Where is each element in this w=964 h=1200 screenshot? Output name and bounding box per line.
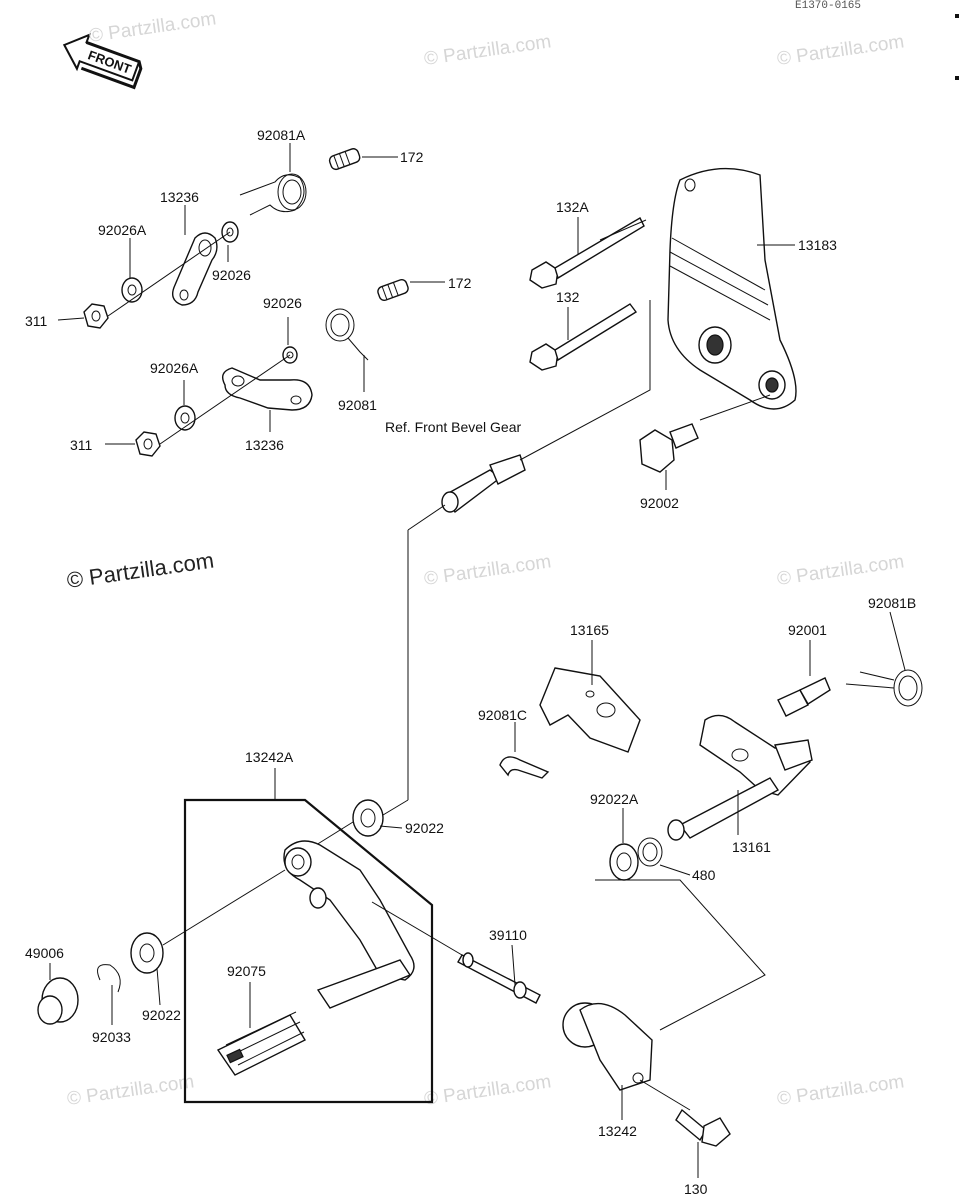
label-92022A: 92022A: [590, 791, 639, 807]
watermark: © Partzilla.com: [776, 1071, 906, 1110]
label-13236-upper: 13236: [160, 189, 199, 205]
label-92081A: 92081A: [257, 127, 306, 143]
label-130: 130: [684, 1181, 708, 1197]
label-92081B: 92081B: [868, 595, 916, 611]
label-92081: 92081: [338, 397, 377, 413]
bolt-130: [675, 1108, 731, 1147]
label-92033: 92033: [92, 1029, 131, 1045]
label-92002: 92002: [640, 495, 679, 511]
bevel-gear-shaft: [441, 454, 526, 514]
lever-13236-lower: [222, 367, 313, 411]
label-92026-upper: 92026: [212, 267, 251, 283]
clip-92081C: [499, 756, 550, 779]
label-13242A: 13242A: [245, 749, 294, 765]
spring-92081A: [239, 173, 307, 216]
pin-172-upper: [328, 148, 361, 171]
washer-92022-upper: [352, 799, 384, 837]
label-92022-lower: 92022: [142, 1007, 181, 1023]
bracket-13183: [667, 167, 797, 410]
label-13165: 13165: [570, 622, 609, 638]
label-49006: 49006: [25, 945, 64, 961]
lever-13236-upper: [172, 232, 218, 306]
label-13242: 13242: [598, 1123, 637, 1139]
label-480: 480: [692, 867, 716, 883]
label-13236-lower: 13236: [245, 437, 284, 453]
washer-92022A: [609, 843, 639, 881]
watermark: © Partzilla.com: [88, 8, 218, 47]
assembly-box-13242A: [183, 798, 434, 1104]
cap-49006: [37, 977, 79, 1025]
bolt-92002: [639, 423, 699, 473]
watermark: © Partzilla.com: [423, 31, 553, 70]
spring-92081B: [845, 669, 923, 707]
nut-311-lower: [135, 431, 161, 457]
watermark: © Partzilla.com: [776, 551, 906, 590]
label-13161: 13161: [732, 839, 771, 855]
circlip-92033: [97, 964, 121, 993]
watermark: © Partzilla.com: [423, 1071, 553, 1110]
label-92081C: 92081C: [478, 707, 527, 723]
label-172-lower: 172: [448, 275, 472, 291]
reference-label: Ref. Front Bevel Gear: [385, 419, 522, 435]
spring-92081: [325, 308, 369, 361]
watermark: © Partzilla.com: [776, 31, 906, 70]
rod-end-13242: [562, 1002, 653, 1091]
diagram-code: E1370-0165: [795, 0, 861, 12]
circlip-480: [637, 837, 663, 867]
shift-pedal-arm: [283, 840, 415, 1009]
washer-92026A-upper: [121, 277, 143, 303]
nut-311-upper: [83, 303, 109, 329]
label-311-lower: 311: [70, 437, 93, 453]
watermark: © Partzilla.com: [423, 551, 553, 590]
label-92026A-lower: 92026A: [150, 360, 199, 376]
bolt-132A: [529, 217, 647, 289]
label-132: 132: [556, 289, 580, 305]
watermark: © Partzilla.com: [65, 548, 215, 593]
plate-13165: [539, 667, 641, 753]
bolt-132: [529, 303, 638, 371]
footpeg-rubber-92075: [216, 1011, 306, 1076]
label-92026A-upper: 92026A: [98, 222, 147, 238]
corner-mark: [955, 14, 959, 18]
label-92026-lower: 92026: [263, 295, 302, 311]
tie-rod-39110: [457, 952, 541, 1004]
label-311-upper: 311: [25, 313, 48, 329]
washer-92022-lower: [130, 932, 164, 974]
label-39110: 39110: [489, 927, 527, 943]
label-172-upper: 172: [400, 149, 424, 165]
label-13183: 13183: [798, 237, 837, 253]
corner-mark: [955, 76, 959, 80]
label-92075: 92075: [227, 963, 266, 979]
label-132A: 132A: [556, 199, 589, 215]
bolt-92001: [777, 677, 831, 717]
label-92001: 92001: [788, 622, 827, 638]
shaft-13161: [667, 714, 813, 841]
pin-172-lower: [377, 279, 409, 301]
label-92022-upper: 92022: [405, 820, 444, 836]
watermark: © Partzilla.com: [66, 1071, 196, 1110]
